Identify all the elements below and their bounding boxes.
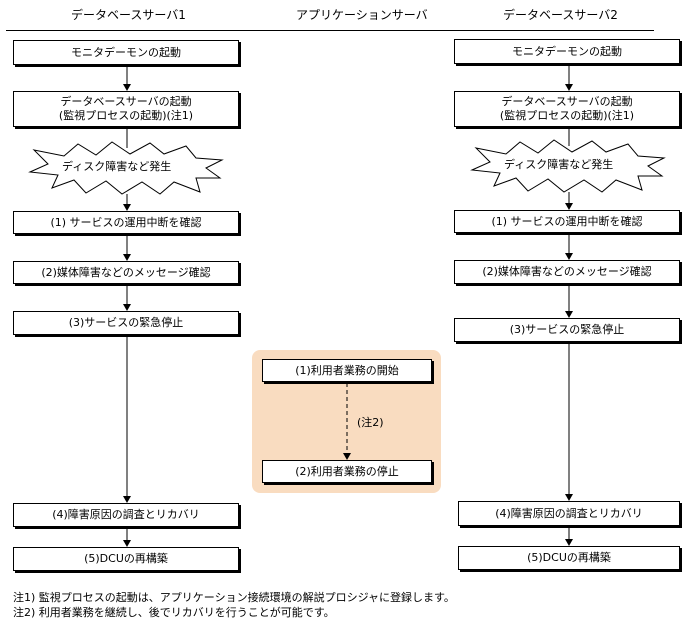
db1-step1-box: (1) サービスの運用中断を確認 <box>13 211 239 234</box>
app-step2-box: (2)利用者業務の停止 <box>262 460 432 483</box>
db1-step3-label: (3)サービスの緊急停止 <box>68 316 184 329</box>
header-db-server-1: データベースサーバ1 <box>71 8 186 22</box>
db1-step4-box: (4)障害原因の調査とリカバリ <box>13 503 239 527</box>
header-rule <box>6 30 654 31</box>
db2-start-label-1: データベースサーバの起動 <box>501 95 633 108</box>
db1-step3-box: (3)サービスの緊急停止 <box>13 311 239 335</box>
db2-monitor-box: モニタデーモンの起動 <box>454 39 680 64</box>
app-step2-label: (2)利用者業務の停止 <box>295 464 399 478</box>
footnote-2: 注2) 利用者業務を継続し、後でリカバリを行うことが可能です。 <box>13 606 335 619</box>
db2-start-box: データベースサーバの起動 (監視プロセスの起動)(注1) <box>454 91 680 127</box>
db1-monitor-box: モニタデーモンの起動 <box>13 40 239 65</box>
app-note-ref: (注2) <box>357 416 384 429</box>
db1-step5-box: (5)DCUの再構築 <box>13 547 239 571</box>
burst-db2-failure <box>470 139 666 193</box>
db2-step4-box: (4)障害原因の調査とリカバリ <box>458 501 680 526</box>
db2-step3-box: (3)サービスの緊急停止 <box>454 318 680 342</box>
db1-step2-label: (2)媒体障害などのメッセージ確認 <box>41 265 211 279</box>
db1-start-label-1: データベースサーバの起動 <box>60 95 192 108</box>
db1-step4-label: (4)障害原因の調査とリカバリ <box>52 508 200 521</box>
burst-db2-label: ディスク障害など発生 <box>504 158 614 171</box>
db1-monitor-label: モニタデーモンの起動 <box>71 45 181 59</box>
db2-step5-label: (5)DCUの再構築 <box>527 551 611 564</box>
header-app-server: アプリケーションサーバ <box>296 8 428 22</box>
db2-step2-label: (2)媒体障害などのメッセージ確認 <box>482 265 652 278</box>
header-db-server-2: データベースサーバ2 <box>503 8 618 22</box>
db1-step1-label: (1) サービスの運用中断を確認 <box>50 215 202 229</box>
db2-step5-box: (5)DCUの再構築 <box>458 546 680 570</box>
db2-step2-box: (2)媒体障害などのメッセージ確認 <box>454 260 680 284</box>
db2-start-label-2: (監視プロセスの起動)(注1) <box>499 109 635 122</box>
db2-step3-label: (3)サービスの緊急停止 <box>509 323 625 336</box>
db2-step1-label: (1) サービスの運用中断を確認 <box>491 214 643 228</box>
app-step1-box: (1)利用者業務の開始 <box>262 359 432 382</box>
db2-step1-box: (1) サービスの運用中断を確認 <box>454 210 680 233</box>
db1-start-box: データベースサーバの起動 (監視プロセスの起動)(注1) <box>13 91 239 127</box>
db2-monitor-label: モニタデーモンの起動 <box>512 44 622 58</box>
burst-db1-failure <box>28 141 224 195</box>
db1-step5-label: (5)DCUの再構築 <box>84 552 168 565</box>
db2-step4-label: (4)障害原因の調査とリカバリ <box>495 506 643 520</box>
app-step1-label: (1)利用者業務の開始 <box>295 363 399 377</box>
footnote-1: 注1) 監視プロセスの起動は、アプリケーション接続環境の解説プロシジャに登録しま… <box>13 591 455 604</box>
db1-step2-box: (2)媒体障害などのメッセージ確認 <box>13 261 239 284</box>
db1-start-label-2: (監視プロセスの起動)(注1) <box>58 109 194 122</box>
burst-db1-label: ディスク障害など発生 <box>62 160 172 173</box>
